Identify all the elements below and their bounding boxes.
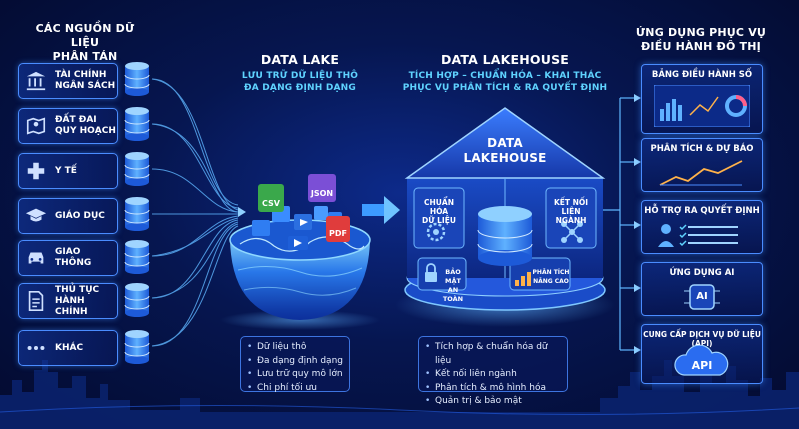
- list-item: Lưu trữ quy mô lớn: [247, 368, 343, 382]
- car-icon: [28, 252, 44, 264]
- lakehouse-building: [395, 107, 615, 327]
- source-finance: TÀI CHÍNH NGÂN SÁCH: [18, 63, 118, 99]
- source-health: Y TẾ: [18, 153, 118, 189]
- source-label: GIAO THÔNG: [55, 247, 92, 268]
- api-cloud-icon: [674, 345, 729, 376]
- database-icon: [124, 330, 150, 364]
- source-label: TÀI CHÍNH NGÂN SÁCH: [55, 70, 116, 91]
- module-connect-label: KẾT NỐI LIÊN NGÀNH: [553, 198, 589, 225]
- database-icon: [124, 240, 150, 274]
- app-label: PHÂN TÍCH & DỰ BÁO: [650, 144, 754, 154]
- source-label: THỦ TỤC HÀNH CHÍNH: [55, 284, 100, 317]
- database-icon: [124, 283, 150, 317]
- app-ai: ỨNG DỤNG AI AI: [641, 262, 763, 316]
- source-label: KHÁC: [55, 342, 84, 353]
- apps-title: ỨNG DỤNG PHỤC VỤ ĐIỀU HÀNH ĐÔ THỊ: [635, 26, 767, 53]
- database-icon: [124, 62, 150, 96]
- map-pin-icon: [26, 117, 46, 135]
- source-admin: THỦ TỤC HÀNH CHÍNH: [18, 283, 118, 319]
- csv-file-icon: CSV: [258, 184, 284, 212]
- list-item: Dữ liệu thô: [247, 341, 343, 355]
- app-label: CUNG CẤP DỊCH VỤ DỮ LIỆU (API): [643, 330, 761, 348]
- app-forecast: PHÂN TÍCH & DỰ BÁO: [641, 138, 763, 192]
- lakehouse-title: DATA LAKEHOUSE: [440, 52, 570, 67]
- ai-chip-icon: [684, 284, 720, 310]
- list-item: Quản trị & bảo mật: [425, 395, 561, 409]
- database-icon: [124, 107, 150, 141]
- app-decision: HỖ TRỢ RA QUYẾT ĐỊNH: [641, 200, 763, 254]
- pdf-file-icon: PDF: [326, 216, 350, 242]
- line-chart-icon: [659, 160, 743, 186]
- database-icon: [124, 152, 150, 186]
- list-item: Tích hợp & chuẩn hóa dữ liệu: [425, 341, 561, 368]
- api-badge: API: [691, 359, 713, 372]
- dashboard-icon: [654, 85, 750, 127]
- source-other: KHÁC: [18, 330, 118, 366]
- dots-icon: [27, 345, 45, 351]
- source-land: ĐẤT ĐAI QUY HOẠCH: [18, 108, 118, 144]
- app-flow-lines: [600, 97, 634, 351]
- source-education: GIÁO DỤC: [18, 198, 118, 234]
- database-icon: [124, 197, 150, 231]
- lakehouse-features-list: Tích hợp & chuẩn hóa dữ liệu Kết nối liê…: [418, 336, 568, 408]
- module-analytics-label: PHÂN TÍCH NÂNG CAO: [532, 269, 570, 285]
- app-dashboard: BẢNG ĐIỀU HÀNH SỐ: [641, 64, 763, 134]
- lakehouse-roof-label: DATA LAKEHOUSE: [463, 136, 547, 165]
- medical-cross-icon: [27, 162, 45, 180]
- list-item: Chi phí tối ưu: [247, 382, 343, 396]
- lake-to-lakehouse-arrow: [362, 196, 400, 224]
- lakehouse-subtitle: TÍCH HỢP – CHUẨN HÓA – KHAI THÁC PHỤC VỤ…: [402, 71, 608, 93]
- source-database-icons: [124, 62, 150, 364]
- document-icon: [28, 291, 44, 311]
- app-label: ỨNG DỤNG AI: [669, 268, 735, 278]
- sources-title: CÁC NGUỒN DỮ LIỆU PHÂN TÁN: [35, 22, 135, 63]
- app-api: CUNG CẤP DỊCH VỤ DỮ LIỆU (API) API: [641, 324, 763, 384]
- bank-icon: [26, 71, 46, 91]
- source-label: Y TẾ: [55, 165, 77, 176]
- app-label: BẢNG ĐIỀU HÀNH SỐ: [651, 70, 753, 80]
- list-item: Đa dạng định dạng: [247, 355, 343, 369]
- decision-checklist-icon: [658, 224, 738, 247]
- ai-badge: AI: [696, 291, 708, 302]
- module-security-label: BẢO MẬT AN TOÀN: [442, 268, 464, 303]
- json-file-icon: JSON: [308, 174, 336, 202]
- list-item: Kết nối liên ngành: [425, 368, 561, 382]
- source-flow-lines: [151, 78, 239, 347]
- source-label: GIÁO DỤC: [55, 210, 105, 221]
- city-skyline: [0, 360, 799, 429]
- lake-subtitle: LƯU TRỮ DỮ LIỆU THÔ ĐA DẠNG ĐỊNH DẠNG: [241, 71, 359, 93]
- lake-features-list: Dữ liệu thô Đa dạng định dạng Lưu trữ qu…: [240, 336, 350, 395]
- list-item: Phân tích & mô hình hóa: [425, 382, 561, 396]
- module-standardize-label: CHUẨN HÓA DỮ LIỆU: [422, 198, 456, 225]
- source-label: ĐẤT ĐAI QUY HOẠCH: [55, 115, 116, 136]
- lake-title: DATA LAKE: [260, 52, 340, 67]
- lake-media-tiles: [252, 206, 342, 250]
- graduation-cap-icon: [25, 208, 47, 222]
- source-transport: GIAO THÔNG: [18, 240, 118, 276]
- app-label: HỖ TRỢ RA QUYẾT ĐỊNH: [644, 206, 760, 216]
